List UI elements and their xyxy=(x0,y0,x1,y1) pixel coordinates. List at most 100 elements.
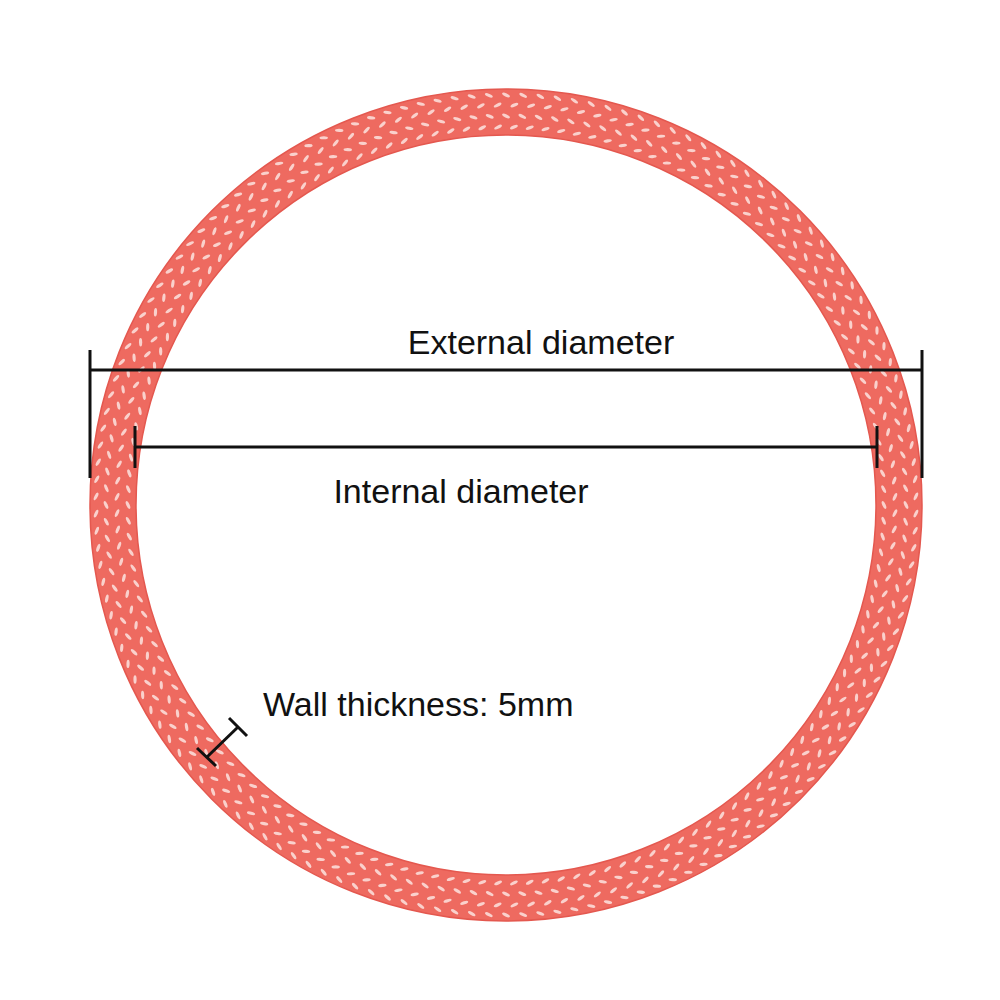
braid-strand xyxy=(890,460,896,469)
braid-strand xyxy=(383,110,392,114)
braid-strand xyxy=(274,172,281,181)
braid-strand xyxy=(846,708,850,717)
braid-strand xyxy=(351,122,360,126)
braid-strand xyxy=(143,679,152,687)
braid-strand xyxy=(287,190,294,199)
braid-strand xyxy=(410,892,419,897)
braid-strand xyxy=(389,130,398,134)
braid-strand xyxy=(114,492,121,501)
braid-strand xyxy=(577,894,586,902)
braid-strand xyxy=(421,882,430,890)
braid-strand xyxy=(222,799,228,808)
braid-strand xyxy=(433,98,442,103)
braid-strand xyxy=(903,407,908,416)
braid-strand xyxy=(209,215,218,221)
braid-strand xyxy=(603,139,612,144)
braid-strand xyxy=(261,182,268,191)
braid-strand xyxy=(100,424,108,433)
braid-strand xyxy=(881,501,887,510)
braid-strand xyxy=(170,683,179,691)
braid-strand xyxy=(543,899,552,906)
wall-tick-inner xyxy=(229,718,247,736)
braid-strand xyxy=(757,206,763,215)
braid-strand xyxy=(142,391,146,400)
braid-strand xyxy=(493,902,502,908)
braid-strand xyxy=(689,844,698,848)
braid-strand xyxy=(331,865,339,868)
braid-strand xyxy=(911,458,917,467)
braid-strand xyxy=(201,239,206,248)
braid-strand xyxy=(190,252,195,261)
braid-strand xyxy=(598,879,607,884)
braid-strand xyxy=(910,543,917,552)
braid-strand xyxy=(743,184,752,189)
braid-strand xyxy=(288,163,295,172)
braid-strand xyxy=(819,710,823,719)
braid-strand xyxy=(453,887,462,894)
braid-strand xyxy=(394,888,403,893)
braid-strand xyxy=(731,802,738,811)
braid-strand xyxy=(769,205,778,211)
braid-strand xyxy=(389,873,397,881)
braid-strand xyxy=(677,836,685,845)
braid-strand xyxy=(718,811,725,820)
braid-strand xyxy=(305,860,313,869)
braid-strand xyxy=(603,865,611,873)
braid-strand xyxy=(781,216,790,222)
braid-strand xyxy=(494,124,503,131)
braid-strand xyxy=(132,579,140,588)
braid-strand xyxy=(347,872,356,876)
braid-strand xyxy=(840,267,845,276)
braid-strand xyxy=(587,904,596,909)
braid-strand xyxy=(261,171,270,176)
braid-strand xyxy=(106,551,113,560)
dimension-label: Wall thickness: 5mm xyxy=(263,687,573,721)
braid-strand xyxy=(181,305,185,314)
braid-strand xyxy=(543,104,552,110)
braid-strand xyxy=(892,492,898,501)
braid-strand xyxy=(485,890,494,897)
braid-strand xyxy=(899,450,906,459)
braid-strand xyxy=(527,901,536,908)
braid-strand xyxy=(119,616,127,624)
braid-strand xyxy=(882,412,887,421)
braid-strand xyxy=(846,681,855,689)
braid-strand xyxy=(94,526,100,535)
braid-strand xyxy=(672,863,680,872)
braid-strand xyxy=(677,168,686,172)
braid-strand xyxy=(344,856,352,864)
braid-strand xyxy=(150,335,159,343)
braid-strand xyxy=(484,92,493,98)
braid-strand xyxy=(641,876,649,884)
braid-strand xyxy=(462,126,471,133)
braid-strand xyxy=(717,192,726,197)
braid-strand xyxy=(127,548,134,557)
braid-strand xyxy=(478,879,487,885)
braid-strand xyxy=(187,762,192,771)
braid-strand xyxy=(212,242,221,248)
braid-strand xyxy=(703,836,712,840)
braid-strand xyxy=(882,342,886,351)
braid-strand xyxy=(146,651,150,660)
braid-strand xyxy=(880,532,886,541)
dimension-label: Internal diameter xyxy=(333,474,588,508)
braid-strand xyxy=(843,669,846,677)
braid-strand xyxy=(93,509,99,518)
braid-strand xyxy=(888,444,893,453)
braid-strand xyxy=(485,113,494,119)
braid-strand xyxy=(182,279,191,286)
braid-strand xyxy=(431,130,440,138)
braid-strand xyxy=(301,833,308,842)
braid-strand xyxy=(205,736,214,743)
braid-strand xyxy=(653,884,662,888)
braid-strand xyxy=(576,110,585,115)
braid-strand xyxy=(897,611,905,619)
braid-strand xyxy=(116,460,123,469)
braid-strand xyxy=(743,834,752,839)
braid-strand xyxy=(104,534,111,543)
braid-strand xyxy=(275,161,284,165)
braid-strand xyxy=(823,279,828,288)
braid-strand xyxy=(779,759,785,768)
braid-strand xyxy=(876,648,880,657)
braid-strand xyxy=(134,621,138,630)
